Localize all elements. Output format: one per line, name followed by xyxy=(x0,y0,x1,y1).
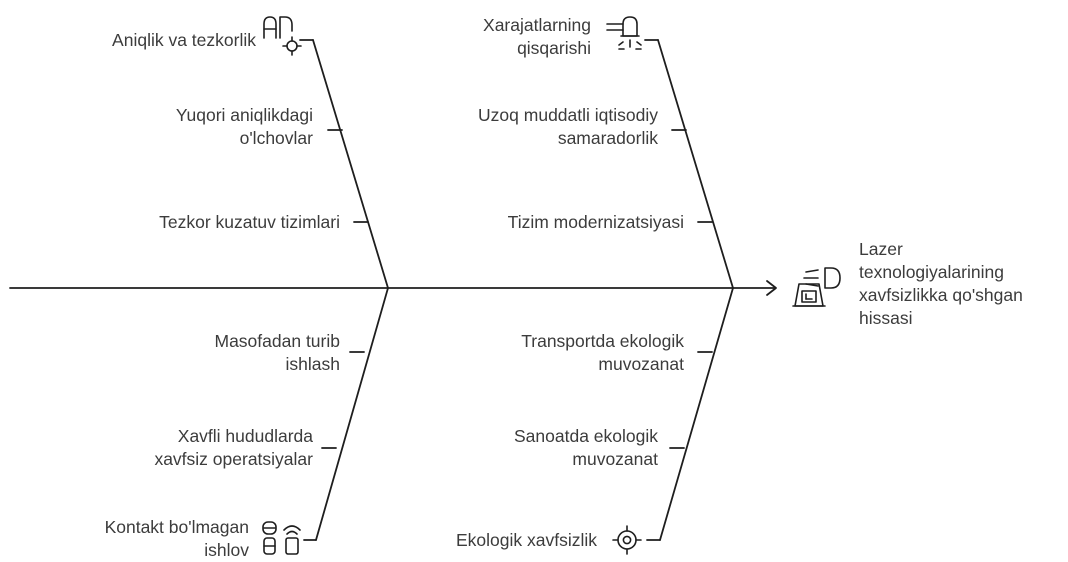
cause-text: xavfsiz operatsiyalar xyxy=(154,449,313,469)
measure-target-icon xyxy=(263,16,302,56)
cause-transport-ecological-balance: Transportda ekologik muvozanat xyxy=(521,330,684,376)
cause-fast-tracking-systems: Tezkor kuzatuv tizimlari xyxy=(159,211,340,234)
contactless-devices-icon xyxy=(262,521,301,555)
effect-label-line: texnologiyalarining xyxy=(859,262,1004,282)
category-contactless-title: Kontakt bo'lmagan ishlov xyxy=(105,516,249,562)
cause-text: muvozanat xyxy=(598,354,684,374)
effect-label-line: Lazer xyxy=(859,239,903,259)
category-accuracy-speed-title: Aniqlik va tezkorlik xyxy=(112,29,256,52)
cause-system-modernization: Tizim modernizatsiyasi xyxy=(508,211,684,234)
category-title-text: ishlov xyxy=(204,540,249,560)
category-title-text: Kontakt bo'lmagan xyxy=(104,517,249,537)
cause-industry-ecological-balance: Sanoatda ekologik muvozanat xyxy=(514,425,658,471)
category-cost-reduction-title: Xarajatlarning qisqarishi xyxy=(483,14,591,60)
effect-label-line: hissasi xyxy=(859,308,913,328)
category-ecology-title: Ekologik xavfsizlik xyxy=(456,529,597,552)
cause-text: muvozanat xyxy=(572,449,658,469)
crosshair-target-icon xyxy=(612,525,642,555)
cause-long-term-economic-efficiency: Uzoq muddatli iqtisodiy samaradorlik xyxy=(478,104,658,150)
cause-text: o'lchovlar xyxy=(239,128,313,148)
spine-arrowhead xyxy=(766,280,777,296)
cause-text: Xavfli hududlarda xyxy=(177,426,313,446)
cause-text: Yuqori aniqlikdagi xyxy=(175,105,313,125)
category-title-text: Xarajatlarning xyxy=(483,15,591,35)
cause-text: Masofadan turib xyxy=(214,331,341,351)
bone-accuracy-speed xyxy=(312,39,389,289)
bone-ecology xyxy=(659,287,734,541)
cause-remote-operation: Masofadan turib ishlash xyxy=(215,330,341,376)
bone-contactless xyxy=(315,287,389,541)
cause-text: Tezkor kuzatuv tizimlari xyxy=(159,212,340,232)
cause-text: Tizim modernizatsiyasi xyxy=(507,212,684,232)
cause-high-precision-measurements: Yuqori aniqlikdagi o'lchovlar xyxy=(176,104,313,150)
cause-safe-operations-hazardous-areas: Xavfli hududlarda xavfsiz operatsiyalar xyxy=(154,425,313,471)
cause-text: Sanoatda ekologik xyxy=(514,426,658,446)
category-title-text: qisqarishi xyxy=(517,38,591,58)
category-title-text: Ekologik xavfsizlik xyxy=(455,530,597,550)
lightbulb-icon xyxy=(606,16,642,50)
laser-projector-icon xyxy=(792,267,841,307)
cause-text: Transportda ekologik xyxy=(521,331,684,351)
cause-text: ishlash xyxy=(285,354,340,374)
effect-label-line: xavfsizlikka qo'shgan xyxy=(859,285,1023,305)
cause-text: samaradorlik xyxy=(557,128,658,148)
cause-text: Uzoq muddatli iqtisodiy xyxy=(478,105,658,125)
bone-cost-reduction xyxy=(657,39,734,289)
category-title-text: Aniqlik va tezkorlik xyxy=(112,30,256,50)
effect-label: Lazer texnologiyalarining xavfsizlikka q… xyxy=(859,238,1023,330)
